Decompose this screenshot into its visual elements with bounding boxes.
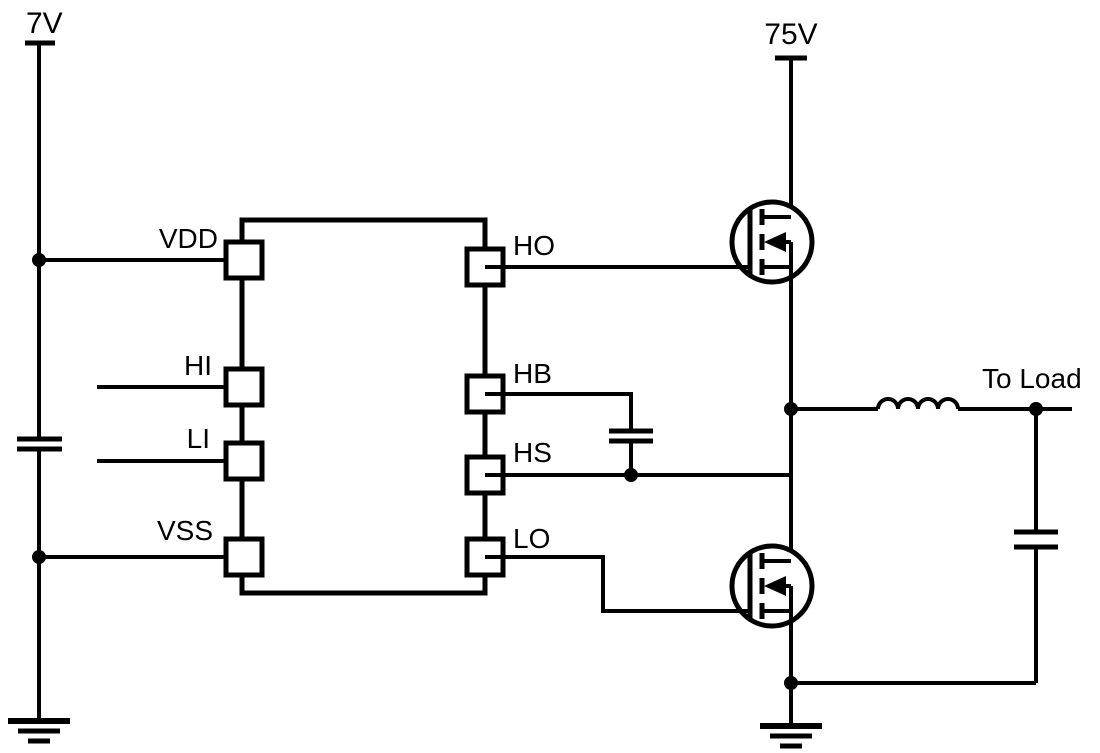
ground-right-icon [760,723,822,749]
supply-7v-label: 7V [26,7,63,40]
gate-driver-ic: VDD HI LI VSS HO HB HS LO [157,217,555,596]
supply-75v: 75V [764,18,818,217]
pin-label-ho: HO [513,230,555,261]
pin-label-vss: VSS [157,515,213,546]
supply-7v: 7V [25,7,63,721]
output-inductor-icon [876,397,960,410]
pin-square-hi [223,366,265,408]
pin-label-li: LI [187,423,210,454]
low-side-mosfet-icon [729,543,815,629]
pin-label-hs: HS [513,437,552,468]
pin-square-vdd [223,239,265,281]
ic-body [239,217,488,596]
ls-fet-body-arrow [764,576,786,596]
junction-dot-bootstrap-hs [624,468,638,482]
ground-left-icon [8,718,70,744]
input-capacitor-icon [17,436,62,452]
junction-dot-load-node [1029,402,1043,416]
pin-label-hb: HB [513,358,552,389]
pin-square-vss [223,536,265,578]
pin-label-hi: HI [184,350,212,381]
output-capacitor-icon [1014,529,1058,550]
junction-dot-switch-node [784,402,798,416]
bootstrap-capacitor-icon [609,428,653,444]
output-filter: To Load [791,363,1082,685]
wire-lo-gate [485,555,750,613]
junction-dot-vss [32,550,46,564]
supply-75v-label: 75V [764,18,817,51]
pin-label-vdd: VDD [159,223,218,254]
junction-dot-vdd [32,253,46,267]
to-load-label: To Load [982,363,1082,394]
pin-square-li [223,440,265,482]
wire-hb [485,392,633,431]
pin-label-lo: LO [513,523,550,554]
junction-dot-ground-node [784,676,798,690]
hs-fet-body-arrow [764,232,786,252]
high-side-mosfet-icon [729,199,815,285]
